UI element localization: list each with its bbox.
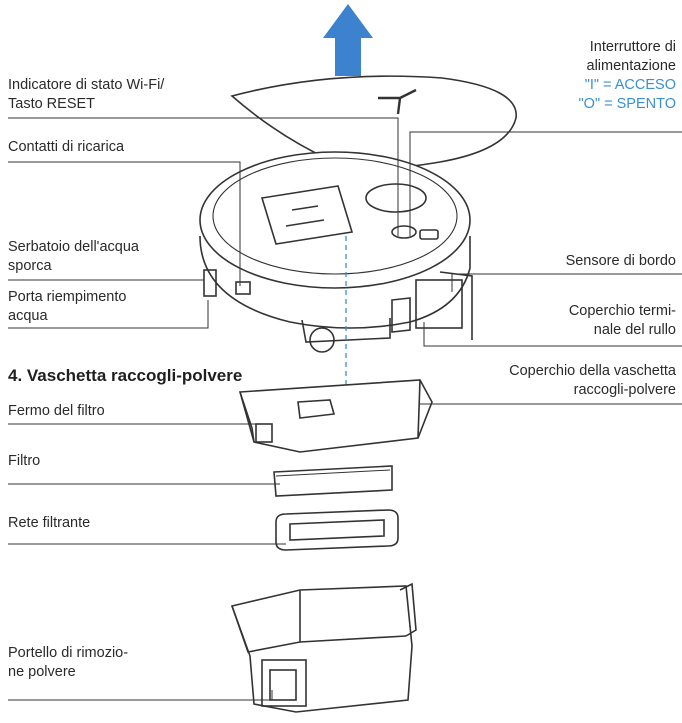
section-title: 4. Vaschetta raccogli-polvere — [8, 366, 243, 385]
dirty-tank-label: Serbatoio dell'acqua sporca — [8, 239, 139, 274]
filter-part — [273, 465, 393, 497]
power-switch-label: Interruttore di alimentazione "I" = ACCE… — [578, 39, 676, 112]
robot-body — [199, 151, 473, 353]
power-on-label: "I" = ACCESO — [584, 77, 676, 93]
lift-arrow-icon — [323, 4, 373, 76]
filter-net-part — [275, 509, 399, 551]
filter-label: Filtro — [8, 453, 41, 469]
dust-bin-cover — [238, 379, 433, 453]
dust-bin-cover-label: Coperchio della vaschetta raccogli-polve… — [509, 363, 676, 398]
edge-sensor-label: Sensore di bordo — [565, 253, 676, 269]
power-off-label: "O" = SPENTO — [578, 96, 676, 112]
leader-lines — [8, 117, 682, 701]
dust-bin-part — [230, 582, 417, 713]
water-fill-port-label: Porta riempimento acqua — [8, 289, 127, 324]
filter-net-label: Rete filtrante — [8, 515, 91, 531]
dust-door-label: Portello di rimozio- ne polvere — [8, 645, 129, 680]
charge-contacts-label: Contatti di ricarica — [8, 139, 125, 155]
roller-cover-label: Coperchio termi- nale del rullo — [568, 303, 676, 338]
wifi-indicator-label: Indicatore di stato Wi-Fi/ Tasto RESET — [8, 77, 165, 112]
filter-latch-label: Fermo del filtro — [8, 403, 105, 419]
